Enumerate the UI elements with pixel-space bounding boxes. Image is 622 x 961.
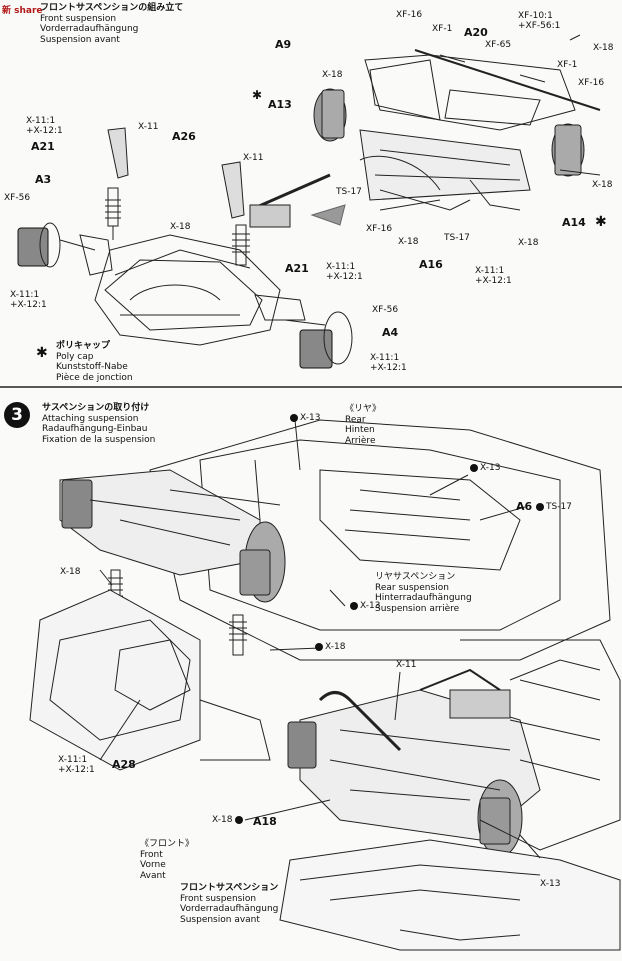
step3-en: Attaching suspension — [42, 413, 139, 424]
front-de: Vorne — [140, 860, 166, 870]
rear-susp-jp: リヤサスペンション — [375, 572, 456, 582]
label-x11-bottom: X-11 — [396, 660, 417, 670]
label-ts17-bottom: TS-17 — [536, 502, 572, 512]
label-x11-x12-d: X-11:1 +X-12:1 — [475, 266, 512, 286]
rear-susp-en: Rear suspension — [375, 582, 449, 593]
label-x11-x12-bottom: X-11:1 +X-12:1 — [58, 755, 95, 775]
part-a26: A26 — [172, 130, 196, 143]
bullet-icon — [350, 601, 358, 610]
step3-de: Radaufhängung-Einbau — [42, 424, 148, 434]
front-suspension-assembly-header: フロントサスペンションの組み立て Front suspension Vorder… — [40, 3, 183, 45]
poly-cap-icon-a13: ✱ — [252, 88, 263, 102]
rear-susp-de: Hinterradaufhängung — [375, 593, 472, 603]
front-fr: Avant — [140, 870, 166, 881]
step-number: 3 — [4, 402, 30, 428]
front-susp-fr: Suspension avant — [180, 914, 260, 925]
label-x18-a: X-18 — [322, 70, 343, 80]
header-jp: フロントサスペンションの組み立て — [40, 3, 184, 13]
front-susp-de: Vorderradaufhängung — [180, 904, 279, 914]
poly-cap-jp: ポリキャップ — [56, 341, 111, 351]
label-ts17-a: TS-17 — [336, 187, 362, 197]
label-xf65: XF-65 — [485, 40, 512, 50]
label-x11-x12-e: X-11:1 +X-12:1 — [370, 353, 407, 373]
label-x18-c-bottom: X-18 — [212, 815, 245, 825]
header-fr: Suspension avant — [40, 34, 120, 45]
part-a6: A6 — [516, 500, 533, 513]
label-x18-d: X-18 — [518, 238, 539, 248]
label-x11-b: X-11 — [243, 153, 264, 163]
poly-cap-de: Kunststoff-Nabe — [56, 362, 128, 372]
part-a21-right: A21 — [285, 262, 309, 275]
label-xf16-b: XF-16 — [578, 78, 605, 88]
rear-de: Hinten — [345, 425, 375, 435]
label-x18-a-bottom: X-18 — [60, 567, 81, 577]
label-x11-x12-a: X-11:1 +X-12:1 — [26, 116, 63, 136]
part-a28: A28 — [112, 758, 136, 771]
label-xf1-b: XF-1 — [557, 60, 578, 70]
part-a21-left: A21 — [31, 140, 55, 153]
label-xf10-xf56: XF-10:1 +XF-56:1 — [518, 11, 561, 31]
label-x13-c: X-13 — [350, 601, 380, 611]
part-a4: A4 — [382, 326, 399, 339]
poly-cap-note: ポリキャップ Poly cap Kunststoff-Nabe Pièce de… — [56, 341, 133, 383]
poly-cap-en: Poly cap — [56, 351, 94, 362]
bullet-icon — [290, 413, 298, 422]
rear-jp: 《リヤ》 — [345, 404, 382, 414]
header-de: Vorderradaufhängung — [40, 24, 139, 34]
label-x18-b-bottom: X-18 — [315, 642, 345, 652]
part-a9: A9 — [275, 38, 292, 51]
rear-heading: 《リヤ》 Rear Hinten Arrière — [345, 404, 381, 446]
front-en: Front — [140, 849, 163, 860]
bullet-icon — [315, 642, 323, 651]
label-x11-x12-c: X-11:1 +X-12:1 — [326, 262, 363, 282]
label-x18-b: X-18 — [593, 43, 614, 53]
label-xf16-a: XF-16 — [396, 10, 423, 20]
front-susp-en: Front suspension — [180, 893, 257, 904]
step3-header: サスペンションの取り付け Attaching suspension Radauf… — [42, 403, 155, 445]
bullet-icon — [235, 815, 244, 824]
part-a14: A14 — [562, 216, 586, 229]
front-jp: 《フロント》 — [140, 839, 195, 849]
bullet-icon — [470, 463, 478, 472]
watermark-logo: 新 share — [2, 6, 43, 16]
label-xf16-c: XF-16 — [366, 224, 393, 234]
label-x13-d: X-13 — [540, 879, 561, 889]
label-x18-e: X-18 — [398, 237, 419, 247]
label-xf56-left: XF-56 — [4, 193, 31, 203]
header-en: Front suspension — [40, 13, 117, 24]
label-ts17-b: TS-17 — [444, 233, 470, 243]
label-x18-c: X-18 — [592, 180, 613, 190]
label-xf1-a: XF-1 — [432, 24, 453, 34]
front-suspension-label: フロントサスペンション Front suspension Vorderradau… — [180, 883, 278, 925]
step3-fr: Fixation de la suspension — [42, 434, 156, 445]
part-a20: A20 — [464, 26, 488, 39]
part-a18: A18 — [253, 815, 277, 828]
front-heading: 《フロント》 Front Vorne Avant — [140, 839, 194, 881]
rear-suspension-label: リヤサスペンション Rear suspension Hinterradaufhä… — [375, 572, 472, 614]
poly-cap-icon-a14: ✱ — [595, 214, 607, 230]
rear-susp-fr: Suspension arrière — [375, 603, 460, 614]
label-x13-a: X-13 — [290, 413, 320, 423]
part-a16: A16 — [419, 258, 443, 271]
label-x11-a: X-11 — [138, 122, 159, 132]
step3-jp: サスペンションの取り付け — [42, 403, 150, 413]
poly-cap-icon: ✱ — [36, 345, 48, 361]
rear-fr: Arrière — [345, 435, 376, 446]
part-a3: A3 — [35, 173, 52, 186]
front-susp-jp: フロントサスペンション — [180, 883, 279, 893]
rear-en: Rear — [345, 414, 366, 425]
label-x11-x12-b: X-11:1 +X-12:1 — [10, 290, 47, 310]
label-xf56-right: XF-56 — [372, 305, 399, 315]
poly-cap-fr: Pièce de jonction — [56, 372, 133, 383]
label-x18-f: X-18 — [170, 222, 191, 232]
bullet-icon — [536, 502, 544, 511]
part-a13: A13 — [268, 98, 292, 111]
label-x13-b: X-13 — [470, 463, 500, 473]
